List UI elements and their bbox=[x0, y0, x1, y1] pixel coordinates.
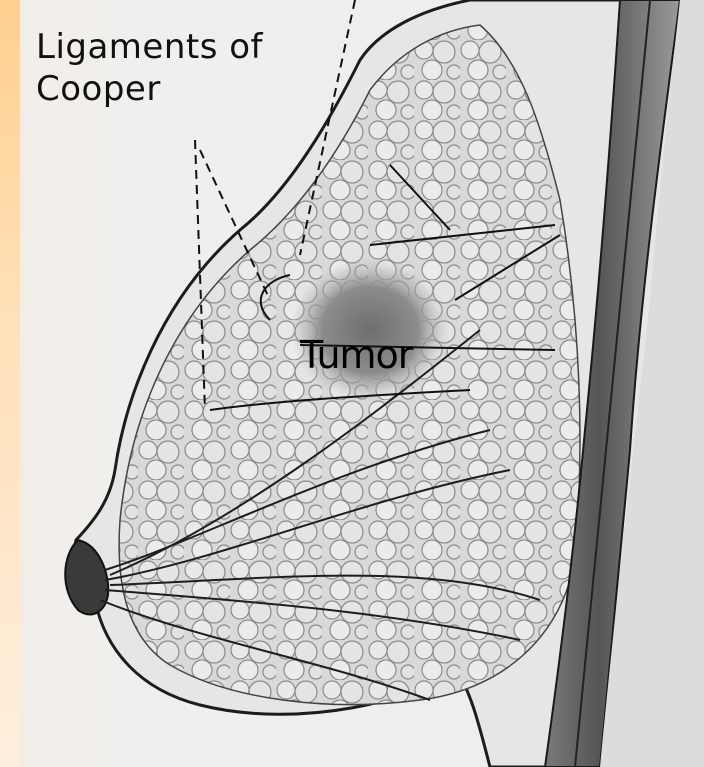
cooper-label: Cooper bbox=[36, 72, 161, 106]
tumor-label: Tumor bbox=[300, 336, 412, 374]
tumor-mass bbox=[290, 258, 450, 402]
ligaments-label: Ligaments of bbox=[36, 30, 263, 64]
